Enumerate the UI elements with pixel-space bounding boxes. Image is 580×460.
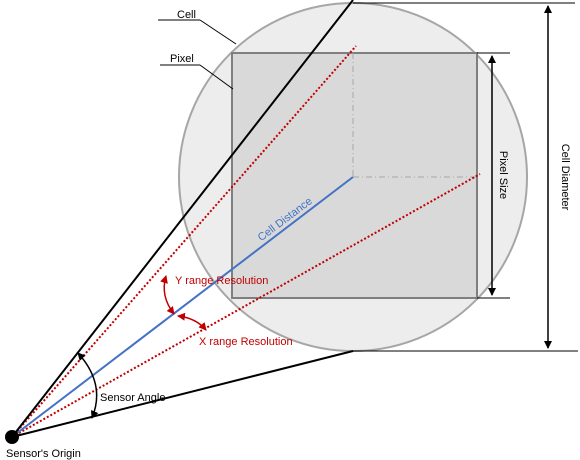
sensors-origin-label: Sensor's Origin [6, 448, 81, 460]
sensor-fov-upper-edge [11, 0, 354, 438]
x-resolution-arc [177, 312, 207, 331]
sensor-angle-arc [77, 352, 99, 419]
cell-distance-line [11, 176, 354, 438]
sensor-angle-label: Sensor Angle [100, 392, 165, 404]
y-range-resolution-label: Y range Resolution [175, 275, 268, 287]
pixel-size-label: Pixel Size [497, 151, 509, 199]
sensor-fov-lower-edge [11, 350, 354, 438]
cell-diameter-label: Cell Diameter [559, 144, 571, 211]
pixel-label: Pixel [170, 53, 194, 65]
y-resolution-ray [11, 45, 357, 438]
sensor-origin-dot [5, 430, 19, 444]
pixel-callout-pointer [199, 64, 234, 90]
cell-label: Cell [177, 9, 196, 21]
x-range-resolution-label: X range Resolution [199, 336, 293, 348]
cell-callout-pointer [199, 19, 237, 45]
y-resolution-arc [160, 275, 175, 315]
pixel-square [232, 53, 477, 298]
